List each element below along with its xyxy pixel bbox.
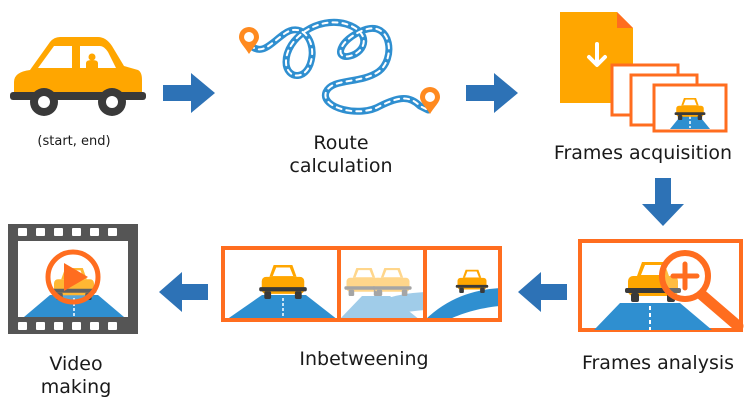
- play-icon: [45, 249, 101, 305]
- arrow-icon: [466, 73, 518, 113]
- frames-acquisition-caption: Frames acquisition: [553, 142, 733, 164]
- frames-border: [221, 246, 502, 322]
- arrow-icon: [642, 178, 684, 226]
- video-making-caption: Video making: [40, 353, 112, 398]
- route-calculation-caption: Route calculation: [289, 132, 393, 177]
- frame-icon: [610, 63, 728, 133]
- start-end-caption: (start, end): [37, 134, 111, 149]
- car-icon: [10, 37, 146, 116]
- frame-icon: [339, 248, 425, 320]
- frames-analysis-caption: Frames analysis: [581, 352, 735, 374]
- route-path-icon: [239, 18, 440, 115]
- frame-icon: [578, 239, 743, 332]
- arrow-icon: [518, 272, 567, 312]
- frame-icon: [425, 248, 500, 320]
- arrow-icon: [159, 272, 208, 312]
- magnifier-plus-icon: [659, 250, 744, 332]
- film-strip-icon: [8, 224, 138, 334]
- inbetweening-caption: Inbetweening: [299, 348, 429, 370]
- frame-icon: [223, 248, 339, 320]
- arrow-icon: [163, 73, 215, 113]
